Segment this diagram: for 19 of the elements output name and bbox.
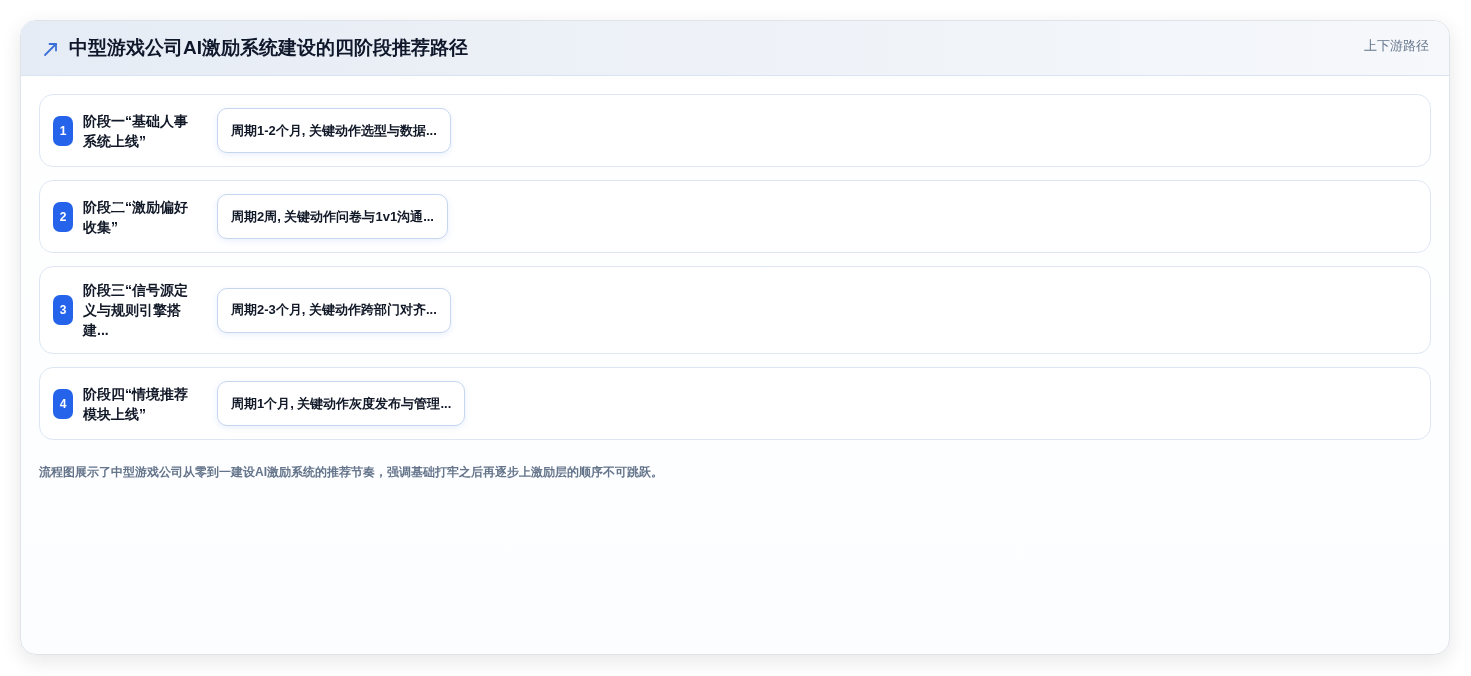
stage-title: 阶段一“基础人事系统上线” <box>83 111 189 151</box>
stage-row-card <box>39 266 1431 354</box>
stage-detail-card: 周期1-2个月, 关键动作选型与数据... <box>217 108 451 153</box>
header-note: 上下游路径 <box>1364 37 1429 55</box>
stage-detail-card: 周期2-3个月, 关键动作跨部门对齐... <box>217 287 451 333</box>
stage-row-card <box>39 367 1431 440</box>
stage-row-card <box>39 94 1431 167</box>
step-number-badge: 3 <box>53 295 73 325</box>
stage-title: 阶段二“激励偏好收集” <box>83 197 189 237</box>
step-number-badge: 1 <box>53 115 73 146</box>
stage-detail-card: 周期2周, 关键动作问卷与1v1沟通... <box>217 194 448 239</box>
step-number-badge: 2 <box>53 201 73 232</box>
diagram-caption: 流程图展示了中型游戏公司从零到一建设AI激励系统的推荐节奏，强调基础打牢之后再逐步上激励层的顺序不可跳跃。 <box>39 464 664 481</box>
diagram-title: 中型游戏公司AI激励系统建设的四阶段推荐路径 <box>69 36 468 61</box>
stage-title: 阶段三“信号源定义与规则引擎搭建... <box>83 281 189 340</box>
stage-title: 阶段四“情境推荐模块上线” <box>83 384 189 424</box>
stage-row-card <box>39 180 1431 253</box>
stage-detail-card: 周期1个月, 关键动作灰度发布与管理... <box>217 381 466 426</box>
step-number-badge: 4 <box>53 388 73 419</box>
